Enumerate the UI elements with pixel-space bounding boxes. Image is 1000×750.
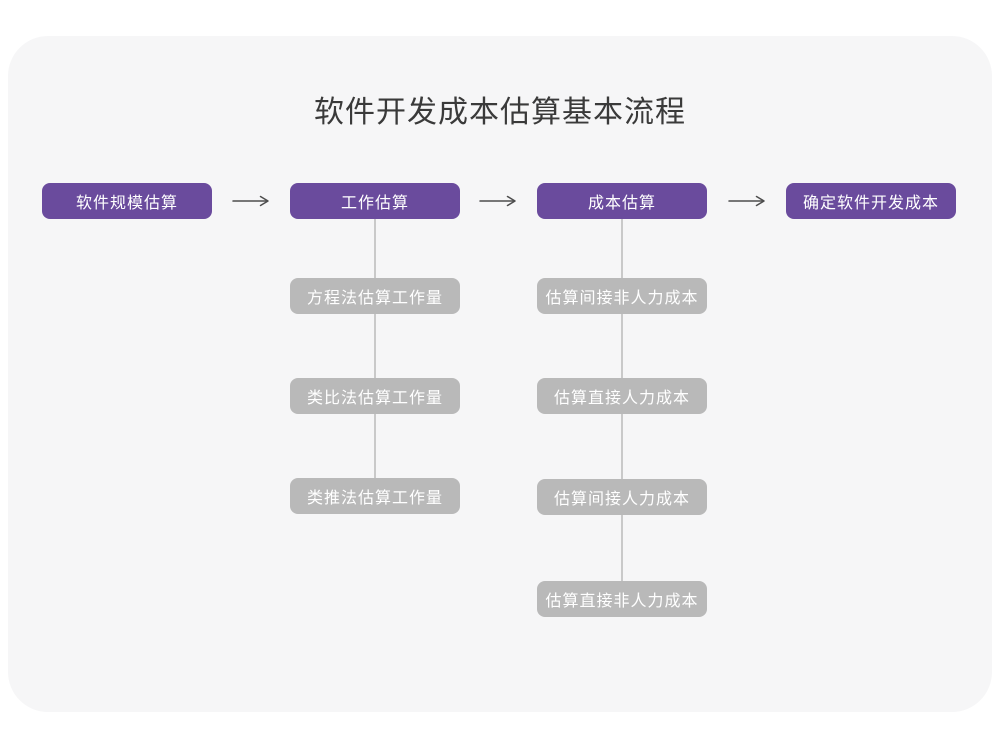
branch-node-extrapolation-method: 类推法估算工作量	[290, 478, 460, 514]
branch-node-label: 类推法估算工作量	[306, 490, 443, 507]
branch-node-label: 估算间接人力成本	[553, 491, 690, 508]
branch-connector-work-estimation	[374, 218, 376, 496]
branch-node-label: 估算间接非人力成本	[545, 290, 699, 307]
flow-step-label: 成本估算	[587, 195, 656, 212]
branch-node-direct-nonlabor-cost: 估算直接非人力成本	[537, 581, 707, 617]
arrow-right-icon	[478, 194, 518, 208]
arrow-right-icon	[727, 194, 767, 208]
branch-node-label: 估算直接人力成本	[553, 390, 690, 407]
branch-node-indirect-labor-cost: 估算间接人力成本	[537, 479, 707, 515]
arrow-right-icon	[231, 194, 271, 208]
diagram-title: 软件开发成本估算基本流程	[314, 96, 686, 129]
branch-node-label: 类比法估算工作量	[306, 390, 443, 407]
flow-step-label: 工作估算	[340, 195, 409, 212]
branch-node-analogy-method: 类比法估算工作量	[290, 378, 460, 414]
flow-step-determine-software-dev-cost: 确定软件开发成本	[786, 183, 956, 219]
branch-node-label: 估算直接非人力成本	[545, 593, 699, 610]
flow-step-work-estimation: 工作估算	[290, 183, 460, 219]
flow-step-label: 确定软件开发成本	[802, 195, 939, 212]
branch-node-direct-labor-cost: 估算直接人力成本	[537, 378, 707, 414]
branch-node-equation-method: 方程法估算工作量	[290, 278, 460, 314]
diagram-card	[8, 36, 992, 712]
flow-step-cost-estimation: 成本估算	[537, 183, 707, 219]
branch-node-indirect-nonlabor-cost: 估算间接非人力成本	[537, 278, 707, 314]
flow-step-label: 软件规模估算	[75, 195, 178, 212]
branch-node-label: 方程法估算工作量	[306, 290, 443, 307]
flow-step-software-scale-estimation: 软件规模估算	[42, 183, 212, 219]
